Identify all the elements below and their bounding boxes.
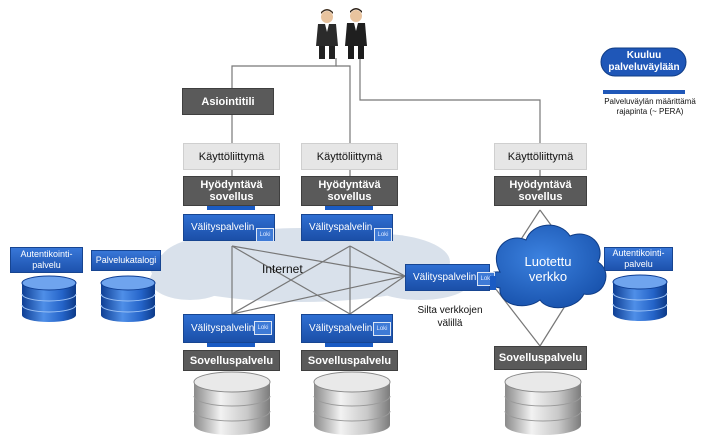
gateway-label: Välityspalvelin xyxy=(413,272,477,283)
gateway-label: Välityspalvelin xyxy=(191,222,255,233)
trusted-network-cloud xyxy=(487,224,607,309)
database-gray-3 xyxy=(504,371,582,435)
loki-icon: Loki xyxy=(373,322,391,336)
loki-icon: Loki xyxy=(374,228,392,242)
interface-strip-bridge xyxy=(490,276,496,290)
database-blue-auth-left xyxy=(21,275,77,322)
interface-strip-1 xyxy=(207,206,255,210)
ui-box-2: Käyttöliittymä xyxy=(301,143,398,170)
legend-graphics xyxy=(600,47,687,94)
database-blue-auth-right xyxy=(612,274,668,321)
trusted-network-label: Luotettu verkko xyxy=(524,254,572,284)
ui-box-1: Käyttöliittymä xyxy=(183,143,280,170)
app-box-2: Hyödyntävä sovellus xyxy=(301,176,398,206)
database-blue-catalog xyxy=(100,275,156,322)
auth-service-right-label: Autentikointi-palvelu xyxy=(604,247,673,271)
gateway-label: Välityspalvelin xyxy=(191,323,255,334)
internet-label: Internet xyxy=(262,262,303,276)
bridge-caption: Silta verkkojen välillä xyxy=(417,305,483,329)
app-box-1: Hyödyntävä sovellus xyxy=(183,176,280,206)
ui-box-3: Käyttöliittymä xyxy=(494,143,587,170)
connector-lines xyxy=(231,58,576,347)
service-box-3: Sovelluspalvelu xyxy=(494,346,587,370)
bridge-gateway-box: Välityspalvelin xyxy=(405,264,490,291)
auth-service-left-label: Autentikointi-palvelu xyxy=(10,247,83,273)
loki-icon: Loki xyxy=(256,228,274,242)
service-box-2: Sovelluspalvelu xyxy=(301,350,398,371)
service-box-1: Sovelluspalvelu xyxy=(183,350,280,371)
interface-strip-2b xyxy=(325,343,373,347)
legend-title: Kuuluu palveluväylään xyxy=(608,50,680,73)
gateway-label: Välityspalvelin xyxy=(309,323,373,334)
loki-icon: Loki xyxy=(254,321,272,335)
interface-strip-2 xyxy=(325,206,373,210)
app-box-3: Hyödyntävä sovellus xyxy=(494,176,587,206)
database-gray-1 xyxy=(193,371,271,435)
legend-line-description: Palveluväylän määrittämä rajapinta (~ PE… xyxy=(604,97,696,116)
catalog-service-label: Palvelukatalogi xyxy=(91,250,161,271)
users-icon xyxy=(316,8,367,59)
database-gray-2 xyxy=(313,371,391,435)
asiointitili-box: Asiointitili xyxy=(182,88,274,115)
interface-strip-1b xyxy=(207,343,255,347)
gateway-label: Välityspalvelin xyxy=(309,222,373,233)
